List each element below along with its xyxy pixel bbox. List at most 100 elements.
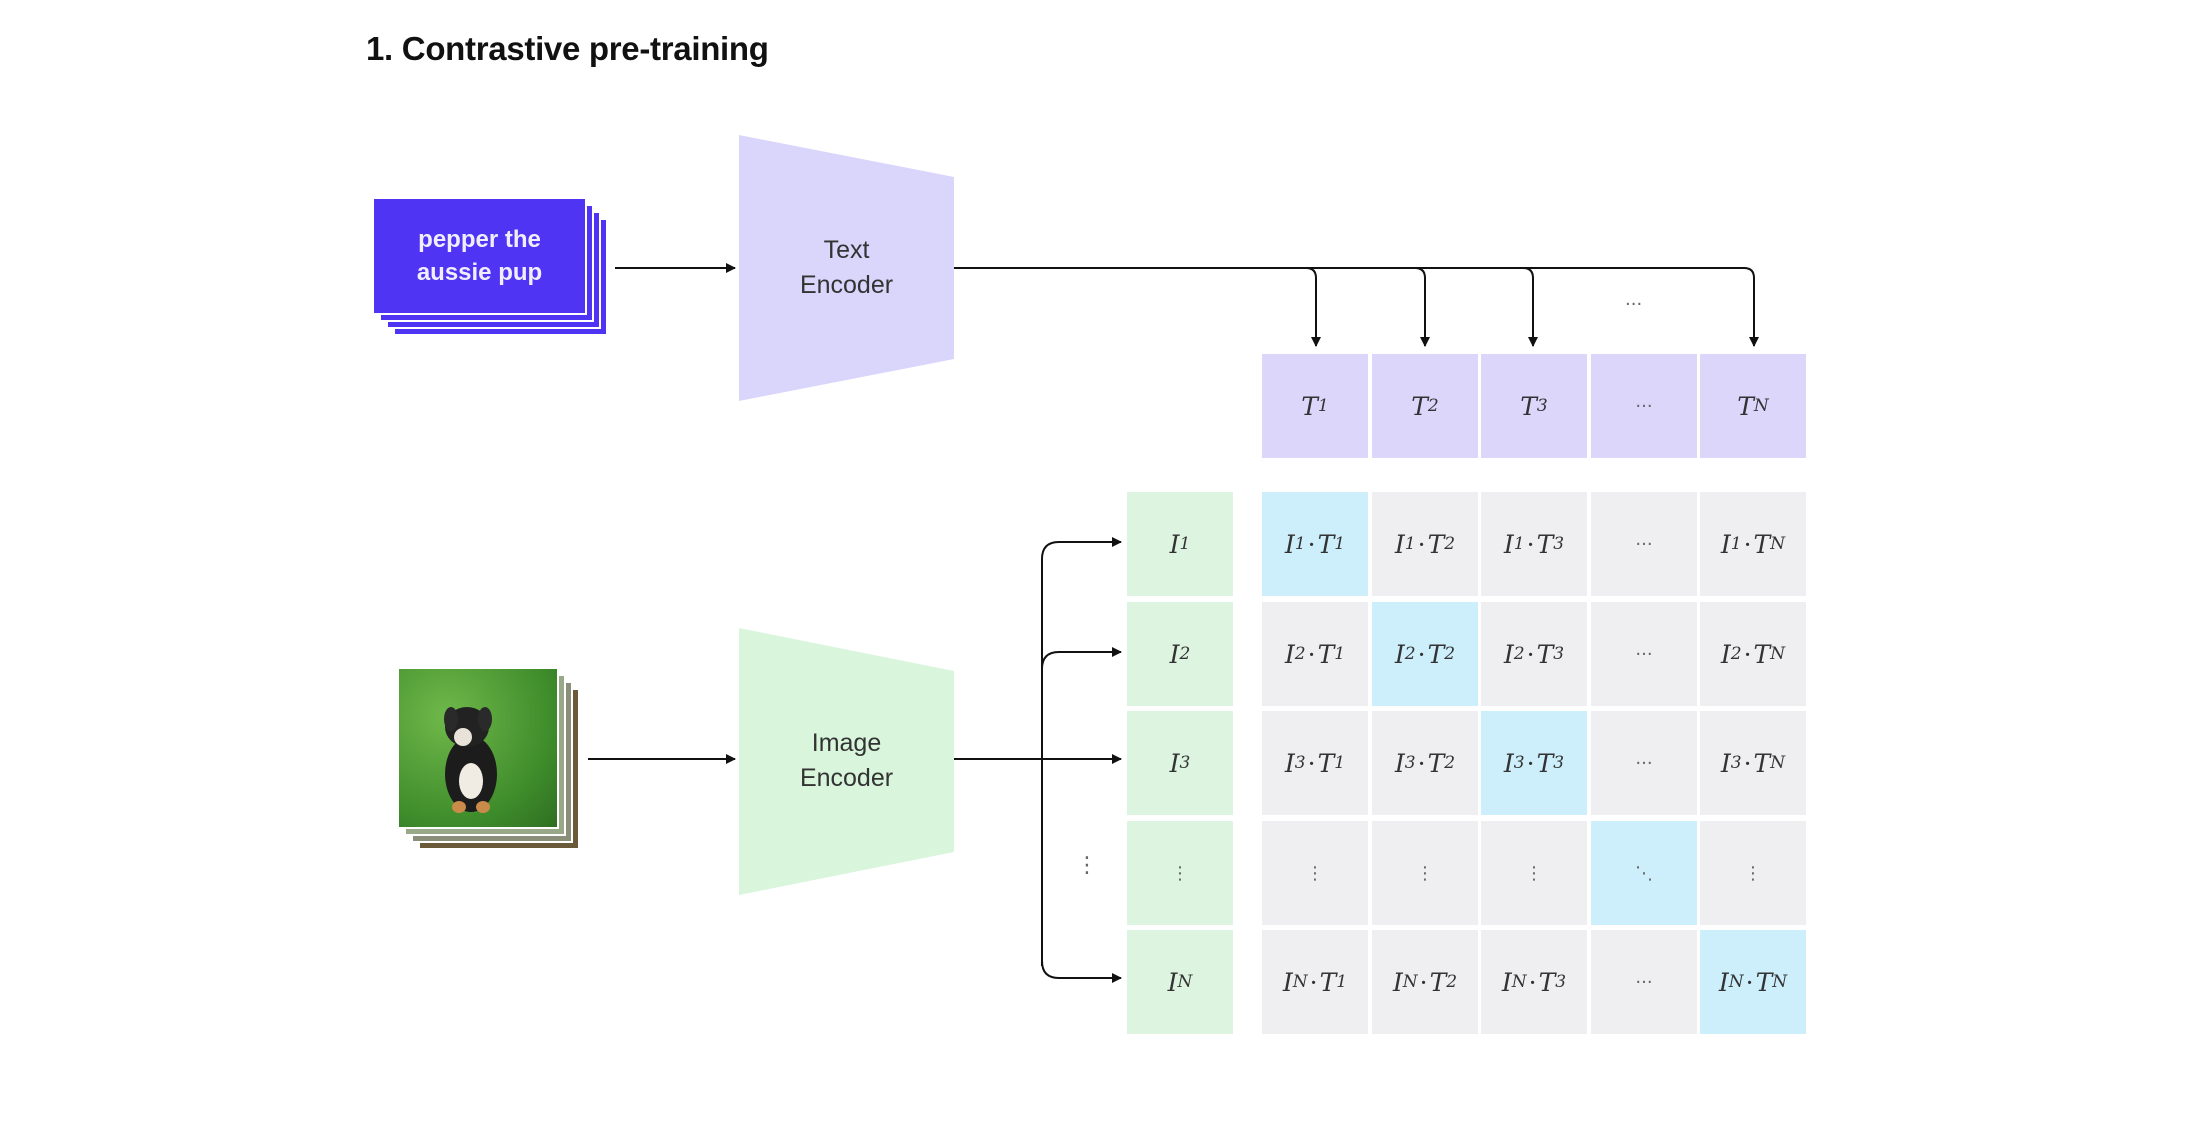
text-arrows-ellipsis: ··· (1625, 294, 1643, 315)
symbol: T (1753, 748, 1771, 778)
subscript: 1 (1334, 644, 1346, 664)
dot-operator: · (1417, 529, 1426, 559)
dot-operator: · (1417, 748, 1426, 778)
symbol: I (1503, 529, 1514, 559)
subscript: N (1772, 972, 1788, 992)
arrow-to-in (1041, 960, 1122, 983)
dot-operator: · (1743, 639, 1752, 669)
dot-operator: · (1419, 967, 1428, 997)
ellipsis: ··· (1635, 752, 1653, 774)
similarity-cell: ⋮ (1372, 821, 1478, 925)
symbol: I (1718, 967, 1729, 997)
text-card: pepper the aussie pup (372, 197, 587, 315)
symbol: I (1284, 748, 1295, 778)
symbol: T (1429, 967, 1447, 997)
dot-operator: · (1745, 967, 1754, 997)
similarity-cell: ⋮ (1700, 821, 1806, 925)
ellipsis: ··· (1635, 395, 1653, 417)
dot-operator: · (1526, 639, 1535, 669)
subscript: 2 (1444, 644, 1456, 664)
subscript: N (1770, 644, 1786, 664)
symbol: I (1284, 529, 1295, 559)
ellipsis: ··· (1635, 971, 1653, 993)
symbol: T (1301, 391, 1318, 421)
subscript: 1 (1179, 534, 1191, 554)
text-encoder-shape (739, 135, 954, 401)
image-feature-cell: ⋮ (1127, 821, 1233, 925)
ellipsis: ⋮ (1416, 862, 1434, 884)
arrow-to-t2 (1414, 267, 1430, 347)
symbol: T (1427, 748, 1445, 778)
similarity-cell: ··· (1591, 711, 1697, 815)
symbol: T (1427, 529, 1445, 559)
subscript: 2 (1730, 644, 1742, 664)
dot-operator: · (1417, 639, 1426, 669)
symbol: I (1394, 639, 1405, 669)
text-encoder-label: Text Encoder (739, 233, 954, 303)
ellipsis: ⋮ (1171, 862, 1189, 884)
subscript: 3 (1730, 753, 1742, 773)
subscript: 3 (1553, 644, 1565, 664)
subscript: 1 (1294, 534, 1306, 554)
subscript: 3 (1513, 753, 1525, 773)
dot-operator: · (1528, 967, 1537, 997)
subscript: 3 (1179, 753, 1191, 773)
dot-operator: · (1307, 639, 1316, 669)
symbol: T (1737, 391, 1754, 421)
text-feature-cell: ··· (1591, 354, 1697, 458)
image-arrows-ellipsis: ⋮ (1076, 853, 1098, 878)
symbol: I (1284, 639, 1295, 669)
subscript: N (1511, 972, 1527, 992)
subscript: 2 (1446, 972, 1458, 992)
subscript: 1 (1334, 753, 1346, 773)
arrow-to-t3 (1522, 267, 1538, 347)
arrow-to-i2 (1041, 647, 1122, 670)
subscript: 3 (1404, 753, 1416, 773)
symbol: T (1427, 639, 1445, 669)
subscript: 3 (1553, 534, 1565, 554)
dot-operator: · (1526, 748, 1535, 778)
dot-operator: · (1309, 967, 1318, 997)
subscript: 2 (1513, 644, 1525, 664)
symbol: I (1392, 967, 1403, 997)
image-encoder-line-2: Encoder (799, 764, 894, 792)
ellipsis: ⋮ (1525, 862, 1543, 884)
similarity-cell: ⋮ (1262, 821, 1368, 925)
symbol: T (1317, 748, 1335, 778)
dot-operator: · (1307, 748, 1316, 778)
symbol: I (1394, 748, 1405, 778)
page-title: 1. Contrastive pre-training (366, 30, 769, 67)
subscript: 2 (1404, 644, 1416, 664)
similarity-cell: ··· (1591, 930, 1697, 1034)
ellipsis: ··· (1635, 533, 1653, 555)
similarity-cell: ··· (1591, 602, 1697, 706)
text-encoder-line-1: Text (823, 236, 870, 264)
symbol: T (1536, 529, 1554, 559)
symbol: I (1167, 967, 1178, 997)
subscript: 3 (1536, 396, 1548, 416)
similarity-cell: ⋮ (1481, 821, 1587, 925)
dot-operator: · (1743, 748, 1752, 778)
ellipsis: ⋱ (1635, 862, 1653, 884)
subscript: 2 (1444, 753, 1456, 773)
dog-image (444, 707, 497, 813)
